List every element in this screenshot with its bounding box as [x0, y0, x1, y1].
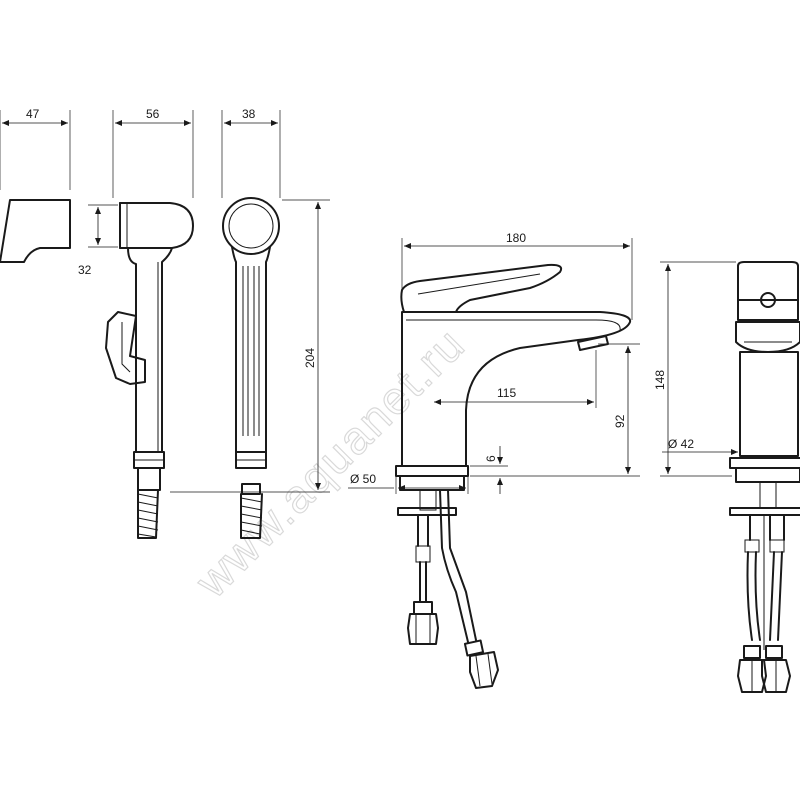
holder-width-label: 47	[26, 107, 40, 121]
base-thickness-label: 6	[484, 455, 498, 462]
base-diameter-label: Ø 50	[350, 472, 376, 486]
faucet-reach-dimension: 180	[401, 231, 633, 320]
base-thickness-dimension: 6	[470, 446, 508, 494]
shower-depth-dimension: 38	[221, 107, 281, 198]
watermark: www.aquanet.ru	[185, 317, 476, 608]
shower-width-dimension: 56	[112, 107, 194, 198]
faucet-height-dimension: 148	[653, 261, 736, 477]
faucet-reach-label: 180	[506, 231, 526, 245]
spout-projection-label: 115	[497, 386, 516, 400]
spout-height-label: 92	[613, 414, 627, 428]
shower-width-label: 56	[146, 107, 160, 121]
faucet-height-label: 148	[653, 370, 667, 390]
shower-length-label: 204	[303, 348, 317, 368]
base-diameter-dimension: Ø 50	[348, 472, 469, 494]
body-diameter-dimension: Ø 42	[662, 437, 738, 455]
faucet-front-view	[729, 261, 800, 693]
shower-length-dimension: 204	[170, 199, 330, 493]
shower-side-view	[105, 202, 194, 539]
holder-side-view	[0, 199, 71, 263]
holder-height-dimension: 32	[78, 204, 118, 277]
shower-depth-label: 38	[242, 107, 256, 121]
holder-width-dimension: 47	[0, 107, 71, 190]
shower-front-view	[222, 197, 280, 539]
spout-height-dimension: 92	[470, 343, 640, 477]
spout-projection-dimension: 115	[434, 350, 597, 408]
holder-height-label: 32	[78, 263, 92, 277]
body-diameter-label: Ø 42	[668, 437, 694, 451]
